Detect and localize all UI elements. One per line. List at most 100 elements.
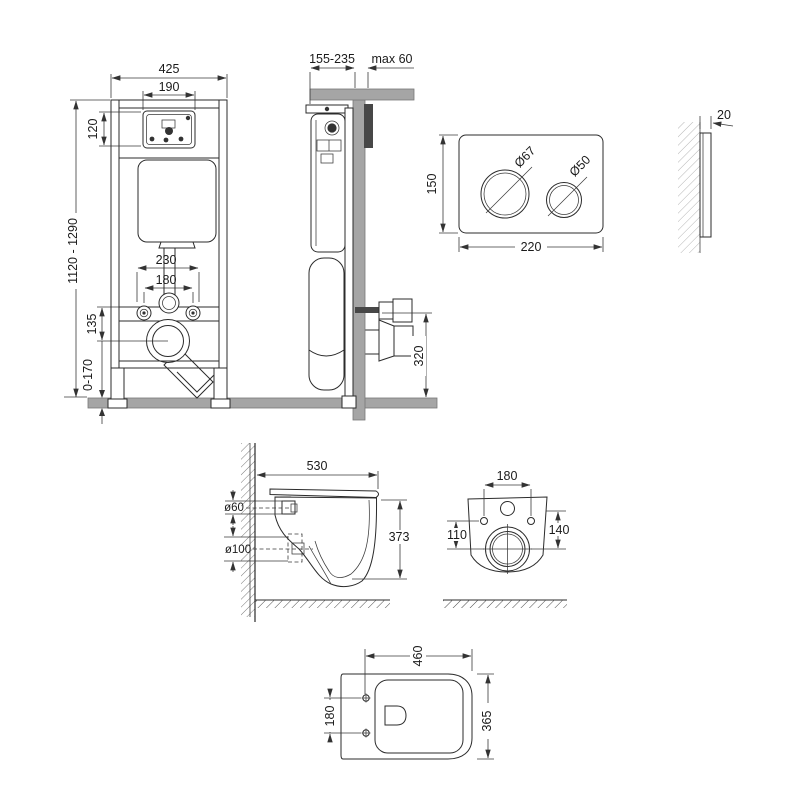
dim-floor-adjust: 0-170 bbox=[81, 341, 105, 424]
dim-label: 230 bbox=[156, 253, 177, 267]
dim-label: 140 bbox=[549, 523, 570, 537]
diameter-leader bbox=[547, 176, 588, 217]
wall-hatch bbox=[241, 443, 255, 617]
dim-label: 190 bbox=[159, 80, 180, 94]
left-foot bbox=[107, 398, 128, 409]
window-screw bbox=[185, 115, 191, 121]
dim-label: 180 bbox=[497, 469, 518, 483]
dim-label: 320 bbox=[412, 346, 426, 367]
bowl-inner-line bbox=[314, 499, 370, 578]
seat-bolt-bottom bbox=[361, 728, 371, 738]
floor-hatch bbox=[443, 600, 567, 608]
dim-label: max 60 bbox=[372, 52, 413, 66]
valve-detail bbox=[320, 153, 334, 164]
dim-window-width: 190 bbox=[142, 80, 196, 110]
dim-window-height: 120 bbox=[86, 111, 141, 147]
small-flush-button bbox=[546, 182, 582, 218]
frame-right-post bbox=[218, 99, 228, 369]
cistern-neck bbox=[158, 241, 196, 249]
bracket-screw bbox=[324, 106, 330, 112]
wall bbox=[352, 99, 366, 421]
large-flush-button-inner bbox=[483, 172, 527, 216]
threaded-rod-left-inner bbox=[139, 308, 149, 318]
dim-top-width: 365 bbox=[477, 673, 495, 760]
seat-lid bbox=[269, 488, 379, 499]
dim-outlet-offset-left: 110 bbox=[445, 520, 484, 550]
inlet-hole bbox=[500, 501, 515, 516]
dim-finish-max: max 60 bbox=[367, 52, 414, 88]
seat-outline bbox=[374, 679, 464, 754]
dim-label: 180 bbox=[156, 273, 177, 287]
outlet-hidden bbox=[287, 533, 303, 563]
view-frame-front: 425 190 120 1120 - 1290 2 bbox=[64, 62, 231, 424]
seat-bolt-top bbox=[361, 693, 371, 703]
dim-label: 180 bbox=[323, 706, 337, 727]
frame-post-side bbox=[344, 107, 354, 397]
frame-foot-side bbox=[341, 395, 357, 409]
trap-line bbox=[308, 545, 332, 585]
dim-label: 1120 - 1290 bbox=[66, 218, 80, 284]
rod-coupler bbox=[392, 298, 413, 323]
wall-mount-plate bbox=[364, 104, 373, 148]
dim-inlet-dia: ø60 bbox=[224, 490, 284, 525]
view-frame-side: 155-235 max 60 320 bbox=[305, 52, 432, 421]
cistern-front bbox=[137, 159, 217, 243]
access-window-inner bbox=[146, 114, 192, 145]
dim-plate-width: 220 bbox=[458, 237, 604, 254]
view-bowl-side: 530 ø60 ø100 373 bbox=[224, 443, 413, 622]
window-screw bbox=[178, 136, 184, 142]
top-finish-bar bbox=[309, 88, 415, 101]
dim-depth-range: 155-235 bbox=[309, 52, 356, 104]
dim-label: 110 bbox=[447, 528, 467, 542]
bowl-profile bbox=[274, 496, 378, 588]
threaded-rod-side bbox=[355, 307, 381, 313]
threaded-rod-right-inner bbox=[188, 308, 198, 318]
dim-outlet-dia: ø100 bbox=[224, 526, 288, 572]
right-foot bbox=[210, 398, 231, 409]
dim-plate-thickness: 20 bbox=[699, 108, 734, 129]
dim-outlet-drop: 135 bbox=[85, 306, 168, 342]
dim-rod-spacing: 180 bbox=[143, 273, 194, 303]
dim-frame-height: 1120 - 1290 bbox=[64, 99, 110, 398]
dim-top-depth: 460 bbox=[364, 640, 473, 694]
bowl-top-outline bbox=[340, 673, 473, 760]
dim-outlet-height: 320 bbox=[382, 312, 432, 398]
threaded-rod-right-dot bbox=[191, 311, 195, 315]
plate-side-profile bbox=[699, 132, 712, 238]
dim-label: 530 bbox=[307, 459, 328, 473]
dim-label: 135 bbox=[85, 314, 99, 335]
dim-label: 425 bbox=[159, 62, 180, 76]
drain-trap bbox=[308, 257, 345, 391]
flush-opening bbox=[384, 705, 407, 726]
dim-plate-height: 150 bbox=[425, 134, 458, 234]
dim-label: 155-235 bbox=[309, 52, 355, 66]
dim-label: 0-170 bbox=[81, 359, 95, 391]
bolt-hole-right bbox=[527, 517, 535, 525]
dim-seat-bolt-spacing: 180 bbox=[322, 688, 361, 743]
dim-bolt-spacing: 180 bbox=[483, 469, 532, 516]
dim-label: 220 bbox=[521, 240, 542, 254]
wall-hatch bbox=[678, 122, 700, 253]
diameter-leader bbox=[485, 166, 533, 214]
view-bowl-rear: 180 110 140 bbox=[443, 469, 572, 608]
window-screw bbox=[163, 137, 169, 143]
large-flush-button bbox=[480, 169, 530, 219]
floor-slab bbox=[87, 397, 438, 409]
valve-knob bbox=[327, 123, 337, 133]
bolt-hole-left bbox=[480, 517, 488, 525]
outlet-detail bbox=[291, 542, 305, 555]
frame-left-post bbox=[110, 99, 120, 369]
view-flush-plate-side: 20 bbox=[678, 108, 734, 253]
outlet-stub bbox=[393, 325, 414, 357]
outlet-flange bbox=[378, 319, 395, 362]
water-inlet-inner bbox=[162, 296, 176, 310]
dim-bowl-height: 373 bbox=[352, 499, 413, 580]
dim-outlet-offset-right: 140 bbox=[531, 510, 572, 550]
rod-nut bbox=[378, 301, 394, 320]
dim-label: 20 bbox=[717, 108, 731, 122]
frame-top-rail bbox=[110, 99, 228, 109]
window-screw bbox=[149, 136, 155, 142]
cistern-side bbox=[310, 113, 346, 253]
dim-frame-width: 425 bbox=[110, 62, 228, 98]
